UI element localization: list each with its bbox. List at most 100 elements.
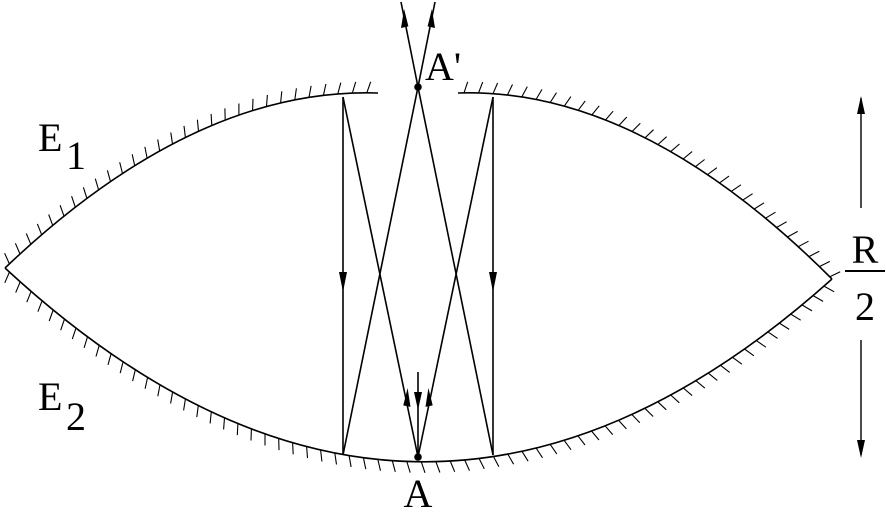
hatch-mark [808, 250, 820, 258]
hatch-mark [170, 132, 174, 145]
hatch-mark [819, 260, 831, 268]
hatch-mark [644, 407, 654, 417]
hatch-mark [477, 81, 484, 94]
label-dimension-numerator: R [852, 227, 879, 272]
hatch-mark [776, 221, 787, 228]
hatch-mark [695, 159, 705, 168]
hatch-mark [26, 291, 32, 303]
dimension-r-half [845, 96, 885, 458]
hatch-mark [670, 143, 680, 153]
hatch-mark [577, 435, 586, 446]
hatch-mark [107, 353, 112, 366]
hatch-mark [779, 322, 790, 330]
hatch-mark [157, 384, 161, 397]
hatch-mark [144, 377, 149, 389]
hatch-mark [236, 423, 239, 436]
hatch-mark [366, 81, 372, 93]
point-a-dot [414, 453, 422, 461]
hatch-mark [132, 369, 136, 382]
hatch-mark [605, 110, 614, 121]
hatch-mark [223, 417, 226, 430]
hatch-mark [59, 205, 65, 217]
hatch-mark [157, 139, 161, 152]
hatch-mark [798, 240, 809, 248]
dimension-arrow-down [857, 440, 865, 458]
arrow-right-to-focus [425, 388, 433, 407]
hatch-mark [337, 82, 342, 95]
arrow-exit-left [401, 9, 409, 28]
hatch-mark [707, 167, 718, 176]
hatch-mark [644, 129, 654, 139]
hatch-mark [334, 452, 338, 465]
hatch-mark [71, 196, 76, 208]
hatch-mark [15, 281, 21, 293]
hatch-mark [95, 345, 100, 357]
hatch-mark [682, 387, 693, 397]
hatch-mark [209, 411, 212, 424]
hatch-mark [801, 304, 813, 312]
hatch-mark [37, 300, 43, 312]
hatch-mark [732, 356, 743, 365]
hatch-mark [744, 348, 755, 357]
hatch-mark [14, 243, 21, 255]
hatch-mark [563, 439, 572, 451]
ray-arrows [339, 9, 497, 410]
hatch-mark [308, 85, 312, 98]
hatch-mark [183, 398, 186, 411]
hatch-mark [765, 211, 776, 219]
mirror-e1-left-arc [4, 92, 379, 269]
dimension-arrow-up [857, 96, 865, 114]
hatch-mark [631, 414, 641, 424]
hatch-mark [71, 327, 77, 340]
mirror-e1 [4, 81, 841, 280]
hatch-mark [812, 295, 824, 302]
hatch-mark [577, 100, 586, 111]
label-dimension-denominator: 2 [855, 284, 875, 329]
hatch-mark [549, 92, 557, 103]
ray-left-to-focus [342, 86, 419, 456]
hatch-mark [210, 113, 213, 126]
hatch-mark [196, 119, 200, 132]
hatch-mark [420, 461, 426, 473]
hatch-mark [657, 401, 667, 411]
hatch-mark [591, 105, 600, 116]
hatch-mark [306, 446, 309, 459]
label-e1-subscript: 1 [66, 133, 86, 178]
hatch-mark [406, 461, 411, 473]
hatch-mark [106, 170, 112, 182]
hatch-mark [82, 187, 88, 199]
hatch-mark [730, 184, 742, 192]
hatch-mark [682, 151, 693, 160]
hatch-mark [60, 318, 66, 331]
hatch-mark [294, 88, 297, 100]
hatch-mark [755, 340, 767, 348]
mirror-e1-hatching [4, 81, 841, 278]
arrow-left-vertical [339, 272, 347, 292]
hatch-mark [657, 136, 667, 145]
hatch-mark [521, 86, 528, 98]
hatch-mark [435, 461, 441, 473]
label-point-a-prime: A' [425, 44, 461, 89]
hatch-mark [823, 285, 835, 293]
hatch-mark [322, 83, 327, 96]
hatch-mark [119, 162, 124, 174]
hatch-mark [618, 419, 627, 430]
hatch-mark [478, 458, 485, 470]
hatch-mark [183, 125, 186, 138]
hatch-mark [604, 425, 614, 435]
hatch-mark [131, 154, 136, 166]
hatch-mark [36, 223, 43, 236]
hatch-mark [742, 193, 753, 201]
hatch-mark [94, 178, 100, 191]
label-point-a: A [404, 471, 433, 516]
arrow-right-vertical [489, 272, 497, 292]
hatch-mark [492, 82, 499, 94]
hatch-mark [464, 459, 471, 471]
mirror-e2-hatching [4, 271, 835, 473]
ray-paths [342, 1, 494, 458]
hatch-mark [196, 405, 199, 418]
label-e1: E [38, 115, 62, 160]
hatch-mark [535, 447, 543, 459]
